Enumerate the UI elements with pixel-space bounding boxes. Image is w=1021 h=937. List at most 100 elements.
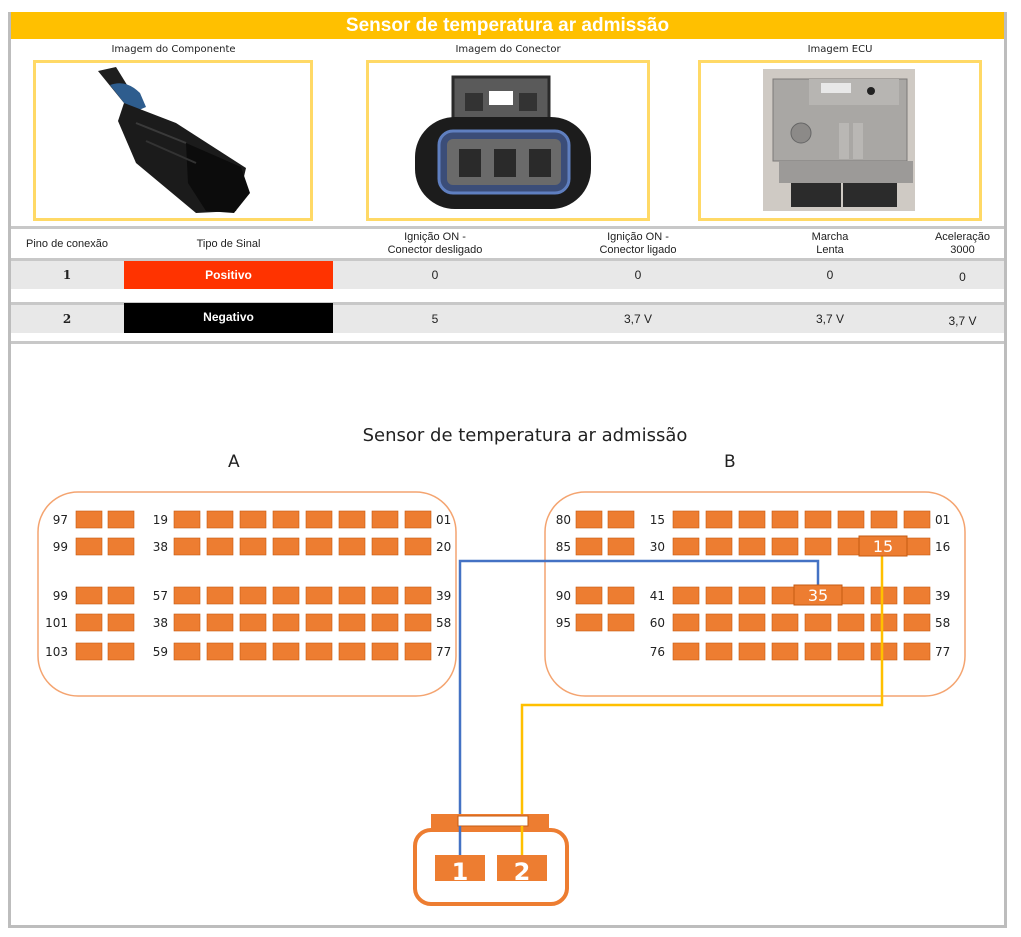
ecu-pin (206, 510, 234, 529)
pin-number-label: 41 (650, 589, 665, 603)
pin-number-label: 59 (153, 645, 168, 659)
header-signal-type: Tipo de Sinal (196, 238, 261, 250)
ecu-pin (173, 642, 201, 661)
sensor-pin-1 (435, 855, 485, 881)
sensor-connector-body (413, 828, 569, 906)
row-1-signal-badge: Positivo (124, 261, 333, 289)
pin-number-label: 58 (935, 616, 950, 630)
ecu-pin (239, 510, 267, 529)
ecu-pin (672, 586, 700, 605)
ecu-pin (338, 537, 366, 556)
ecu-pin (804, 642, 832, 661)
ecu-pin (338, 510, 366, 529)
table-top-border (11, 226, 1004, 229)
ecu-pin (371, 613, 399, 632)
row-2-accel-3000: 3,7 V (948, 314, 977, 328)
ecu-pin (672, 537, 700, 556)
row-1-ign-on-connected: 0 (634, 268, 642, 282)
ecu-pin (75, 510, 103, 529)
highlighted-pin-35 (793, 584, 843, 606)
ecu-pin (305, 586, 333, 605)
pin-number-label: 39 (436, 589, 451, 603)
component-image (33, 60, 313, 221)
pin-number-label: 99 (53, 540, 68, 554)
ecu-illustration (763, 69, 915, 211)
ecu-pin (239, 586, 267, 605)
ecu-pin (705, 586, 733, 605)
ecu-pin (107, 537, 135, 556)
connector-illustration (415, 75, 591, 209)
ecu-pin (575, 537, 603, 556)
pin-number-label: 30 (650, 540, 665, 554)
ecu-image (698, 60, 982, 221)
header-ign-on-disconnected: Ignição ON -Conector desligado (387, 231, 483, 256)
highlighted-pin-35-label: 35 (808, 586, 828, 605)
ecu-pin (107, 510, 135, 529)
ecu-pin (870, 510, 898, 529)
ecu-pin (371, 510, 399, 529)
row-2-ign-on-disconnected: 5 (431, 312, 439, 326)
connector-image-label: Imagem do Conector (455, 44, 561, 55)
ecu-pin (75, 537, 103, 556)
pin-number-label: 101 (45, 616, 68, 630)
ecu-pin (903, 510, 931, 529)
ecu-pin (338, 613, 366, 632)
pin-number-label: 85 (556, 540, 571, 554)
connector-image (366, 60, 650, 221)
ecu-pin (870, 586, 898, 605)
component-image-label: Imagem do Componente (111, 44, 236, 55)
row-1-ign-on-disconnected: 0 (431, 268, 439, 282)
ecu-pin (738, 510, 766, 529)
ecu-pin (206, 537, 234, 556)
pin-number-label: 16 (935, 540, 950, 554)
pin-number-label: 58 (436, 616, 451, 630)
sensor-pin-2 (497, 855, 547, 881)
ecu-pin (371, 586, 399, 605)
pin-number-label: 90 (556, 589, 571, 603)
ecu-pin (575, 613, 603, 632)
ecu-pin (107, 613, 135, 632)
ecu-pin (903, 586, 931, 605)
row-1-border (11, 258, 1004, 261)
sensor-connector-latch-slot (457, 815, 529, 827)
pin-number-label: 20 (436, 540, 451, 554)
ecu-pin (173, 537, 201, 556)
ecu-pin (607, 537, 635, 556)
pin-number-label: 01 (935, 513, 950, 527)
wire-pin1-to-35 (458, 559, 820, 860)
ecu-pin (305, 613, 333, 632)
ecu-pin (206, 586, 234, 605)
pin-number-label: 39 (935, 589, 950, 603)
pin-number-label: 95 (556, 616, 571, 630)
ecu-pin (239, 642, 267, 661)
wire-pin2-to-15 (520, 555, 884, 860)
ecu-pin (870, 642, 898, 661)
ecu-pin (607, 613, 635, 632)
ecu-pin (338, 586, 366, 605)
pin-number-label: 01 (436, 513, 451, 527)
ecu-pin (575, 510, 603, 529)
ecu-pin (239, 613, 267, 632)
pin-number-label: 77 (436, 645, 451, 659)
pin-number-label: 19 (153, 513, 168, 527)
ecu-pin (804, 613, 832, 632)
ecu-pin (75, 642, 103, 661)
pin-number-label: 76 (650, 645, 665, 659)
ecu-pin (771, 613, 799, 632)
row-2-idle: 3,7 V (815, 312, 845, 326)
ecu-pin (404, 586, 432, 605)
ecu-pin (575, 586, 603, 605)
ecu-pin (107, 586, 135, 605)
ecu-pin (404, 613, 432, 632)
pin-number-label: 60 (650, 616, 665, 630)
ecu-pin (607, 586, 635, 605)
ecu-pin (272, 613, 300, 632)
ecu-pin (903, 613, 931, 632)
ecu-pin (870, 613, 898, 632)
row-2-signal-badge: Negativo (124, 303, 333, 333)
ecu-pin (705, 510, 733, 529)
ecu-pin (305, 510, 333, 529)
